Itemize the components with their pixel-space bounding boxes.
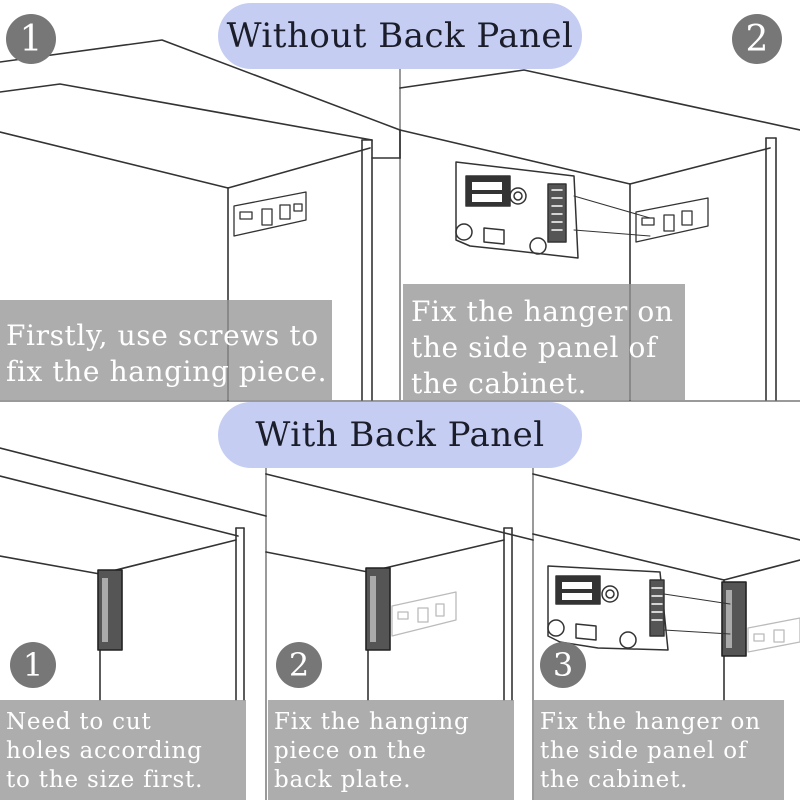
panel-b-cabinet: [399, 69, 800, 401]
panel-a-cabinet: [0, 39, 401, 401]
caption-without-step-2: Fix the hanger on the side panel of the …: [403, 284, 685, 400]
hanging-piece-a: [233, 191, 307, 237]
panel-dividers: [0, 59, 800, 800]
cut-hole-c: [97, 569, 123, 651]
panel-c-cabinet: [0, 447, 267, 701]
heading-without-back-panel: Without Back Panel: [218, 3, 582, 69]
caption-with-step-3: Fix the hanger on the side panel of the …: [534, 700, 784, 800]
step-badge-without-2: 2: [732, 14, 782, 64]
hanging-piece-b: [635, 197, 709, 243]
heading-with-back-panel: With Back Panel: [218, 402, 582, 468]
panel-d-cabinet: [265, 473, 534, 701]
hanging-piece-e: [721, 581, 747, 657]
caption-without-step-1: Firstly, use screws to fix the hanging p…: [0, 300, 332, 400]
step-badge-without-1: 1: [6, 14, 56, 64]
panel-e-cabinet: [532, 473, 800, 701]
hanger-b: [455, 161, 651, 259]
hanging-piece-d: [365, 567, 391, 651]
caption-with-step-1: Need to cut holes according to the size …: [0, 700, 246, 800]
step-badge-with-2: 2: [276, 642, 322, 688]
step-badge-with-3: 3: [540, 642, 586, 688]
hanger-e: [547, 565, 731, 651]
caption-with-step-2: Fix the hanging piece on the back plate.: [268, 700, 514, 800]
step-badge-with-1: 1: [10, 642, 56, 688]
